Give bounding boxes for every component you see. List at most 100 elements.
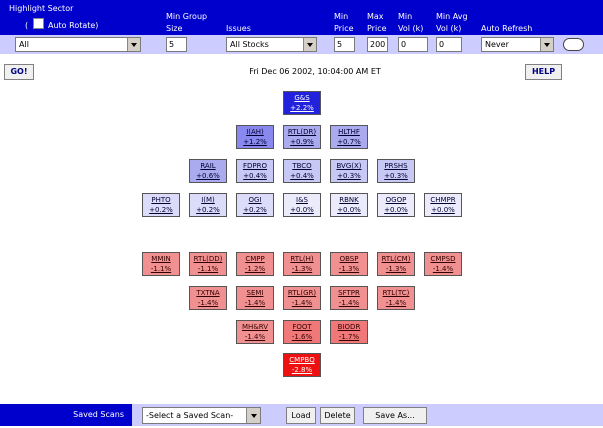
issues-select-value: All Stocks [230, 40, 269, 49]
refresh-toggle[interactable] [563, 38, 584, 51]
min-price-input[interactable]: 5 [334, 37, 355, 52]
help-button[interactable]: HELP [525, 64, 562, 80]
sector-symbol[interactable]: RTL(CM) [381, 255, 411, 263]
sector-change: +0.3% [337, 172, 361, 180]
sector-symbol[interactable]: CMPSD [430, 255, 456, 263]
sector-tile[interactable]: RTL(TC)-1.4% [377, 286, 415, 310]
sector-symbol[interactable]: TBCO [292, 162, 312, 170]
sector-symbol[interactable]: I(M) [201, 196, 215, 204]
sector-symbol[interactable]: BIODR [337, 323, 361, 331]
sector-symbol[interactable]: OGOP [385, 196, 407, 204]
sector-symbol[interactable]: RTL(H) [290, 255, 314, 263]
chevron-down-icon [246, 408, 260, 423]
sector-tile[interactable]: RAIL+0.6% [189, 159, 227, 183]
min-vol-label-2: Vol (k) [398, 24, 424, 33]
min-vol-input[interactable]: 0 [398, 37, 428, 52]
group-size-input[interactable]: 5 [166, 37, 187, 52]
sector-symbol[interactable]: RAIL [200, 162, 216, 170]
sector-symbol[interactable]: G&S [294, 94, 310, 102]
auto-rotate-paren: ( [25, 21, 29, 30]
sector-tile[interactable]: MMIN-1.1% [142, 252, 180, 276]
sector-change: -1.7% [338, 333, 360, 341]
sector-symbol[interactable]: RTL(DD) [193, 255, 223, 263]
sector-tile[interactable]: OBSP-1.3% [330, 252, 368, 276]
sector-symbol[interactable]: I(AH) [246, 128, 264, 136]
sector-symbol[interactable]: RBNK [339, 196, 359, 204]
sector-tile[interactable]: RTL(CM)-1.3% [377, 252, 415, 276]
sector-change: +0.4% [243, 172, 267, 180]
sector-symbol[interactable]: HLTHF [338, 128, 360, 136]
sector-tile[interactable]: BIODR -1.7% [330, 320, 368, 344]
sector-tile[interactable]: CHMPR+0.0% [424, 193, 462, 217]
sector-tile[interactable]: CMPP-1.2% [236, 252, 274, 276]
saved-scan-select[interactable]: -Select a Saved Scan- [142, 407, 261, 424]
sector-symbol[interactable]: PRSHS [384, 162, 408, 170]
sector-symbol[interactable]: RTL(TC) [382, 289, 410, 297]
sector-symbol[interactable]: FOOT [292, 323, 312, 331]
sector-change: -1.6% [291, 333, 313, 341]
sector-change: -2.8% [291, 366, 313, 374]
sector-tile[interactable]: MH&RV -1.4% [236, 320, 274, 344]
sector-tile[interactable]: BVG(X) +0.3% [330, 159, 368, 183]
sector-tile[interactable]: TBCO+0.4% [283, 159, 321, 183]
sector-tile[interactable]: HLTHF+0.7% [330, 125, 368, 149]
sector-tile[interactable]: I(AH)+1.2% [236, 125, 274, 149]
min-avg-vol-input[interactable]: 0 [436, 37, 462, 52]
sector-tile[interactable]: FDPRO +0.4% [236, 159, 274, 183]
go-button[interactable]: GO! [4, 64, 34, 80]
sector-tile[interactable]: OGOP+0.0% [377, 193, 415, 217]
sector-symbol[interactable]: CHMPR [430, 196, 456, 204]
sector-symbol[interactable]: CMPBQ [289, 356, 315, 364]
sector-symbol[interactable]: OBSP [339, 255, 359, 263]
sector-tile[interactable]: SFTPR-1.4% [330, 286, 368, 310]
sector-tile[interactable]: SEMI-1.4% [236, 286, 274, 310]
sector-change: -1.4% [291, 299, 313, 307]
sector-symbol[interactable]: SEMI [246, 289, 264, 297]
max-price-label-1: Max [367, 12, 384, 21]
sector-tile[interactable]: RBNK +0.0% [330, 193, 368, 217]
load-button[interactable]: Load [286, 407, 316, 424]
saved-scans-label: Saved Scans [0, 404, 132, 426]
sector-change: -1.1% [197, 265, 219, 273]
sector-symbol[interactable]: TXTNA [196, 289, 220, 297]
sector-tile[interactable]: OGI+0.2% [236, 193, 274, 217]
sector-change: -1.3% [291, 265, 313, 273]
auto-refresh-select[interactable]: Never [481, 37, 554, 52]
header-bar: Highlight Sector ( Auto Rotate) Min Grou… [0, 0, 603, 35]
sector-symbol[interactable]: FDPRO [242, 162, 267, 170]
sector-symbol[interactable]: MMIN [151, 255, 171, 263]
sector-tile[interactable]: I(M)+0.2% [189, 193, 227, 217]
sector-select[interactable]: All [15, 37, 141, 52]
sector-symbol[interactable]: CMPP [245, 255, 265, 263]
sector-symbol[interactable]: BVG(X) [336, 162, 362, 170]
sector-change: -1.4% [244, 333, 266, 341]
sector-symbol[interactable]: PHTO [151, 196, 171, 204]
sector-tile[interactable]: RTL(DD) -1.1% [189, 252, 227, 276]
sector-tile[interactable]: RTL(DR)+0.9% [283, 125, 321, 149]
sector-tile[interactable]: G&S+2.2% [283, 91, 321, 115]
max-price-input[interactable]: 200 [367, 37, 388, 52]
sector-symbol[interactable]: OGI [248, 196, 262, 204]
sector-symbol[interactable]: SFTPR [338, 289, 360, 297]
sector-tile[interactable]: RTL(GR) -1.4% [283, 286, 321, 310]
sector-symbol[interactable]: RTL(DR) [287, 128, 317, 136]
sector-tile[interactable]: CMPSD-1.4% [424, 252, 462, 276]
auto-refresh-select-value: Never [485, 40, 509, 49]
delete-button[interactable]: Delete [320, 407, 355, 424]
save-as-button[interactable]: Save As... [363, 407, 427, 424]
sector-symbol[interactable]: RTL(GR) [287, 289, 317, 297]
sector-tile[interactable]: I&S+0.0% [283, 193, 321, 217]
issues-select[interactable]: All Stocks [226, 37, 317, 52]
sector-tile[interactable]: PRSHS+0.3% [377, 159, 415, 183]
sector-symbol[interactable]: I&S [296, 196, 308, 204]
sector-tile[interactable]: TXTNA-1.4% [189, 286, 227, 310]
sector-symbol[interactable]: MH&RV [241, 323, 269, 331]
auto-rotate-checkbox[interactable] [33, 18, 44, 29]
sector-tile[interactable]: FOOT -1.6% [283, 320, 321, 344]
chevron-down-icon [540, 38, 553, 51]
sector-tile[interactable]: RTL(H) -1.3% [283, 252, 321, 276]
sector-change: +0.0% [337, 206, 361, 214]
sector-tile[interactable]: CMPBQ -2.8% [283, 353, 321, 377]
saved-scan-select-value: -Select a Saved Scan- [146, 411, 234, 420]
sector-tile[interactable]: PHTO+0.2% [142, 193, 180, 217]
